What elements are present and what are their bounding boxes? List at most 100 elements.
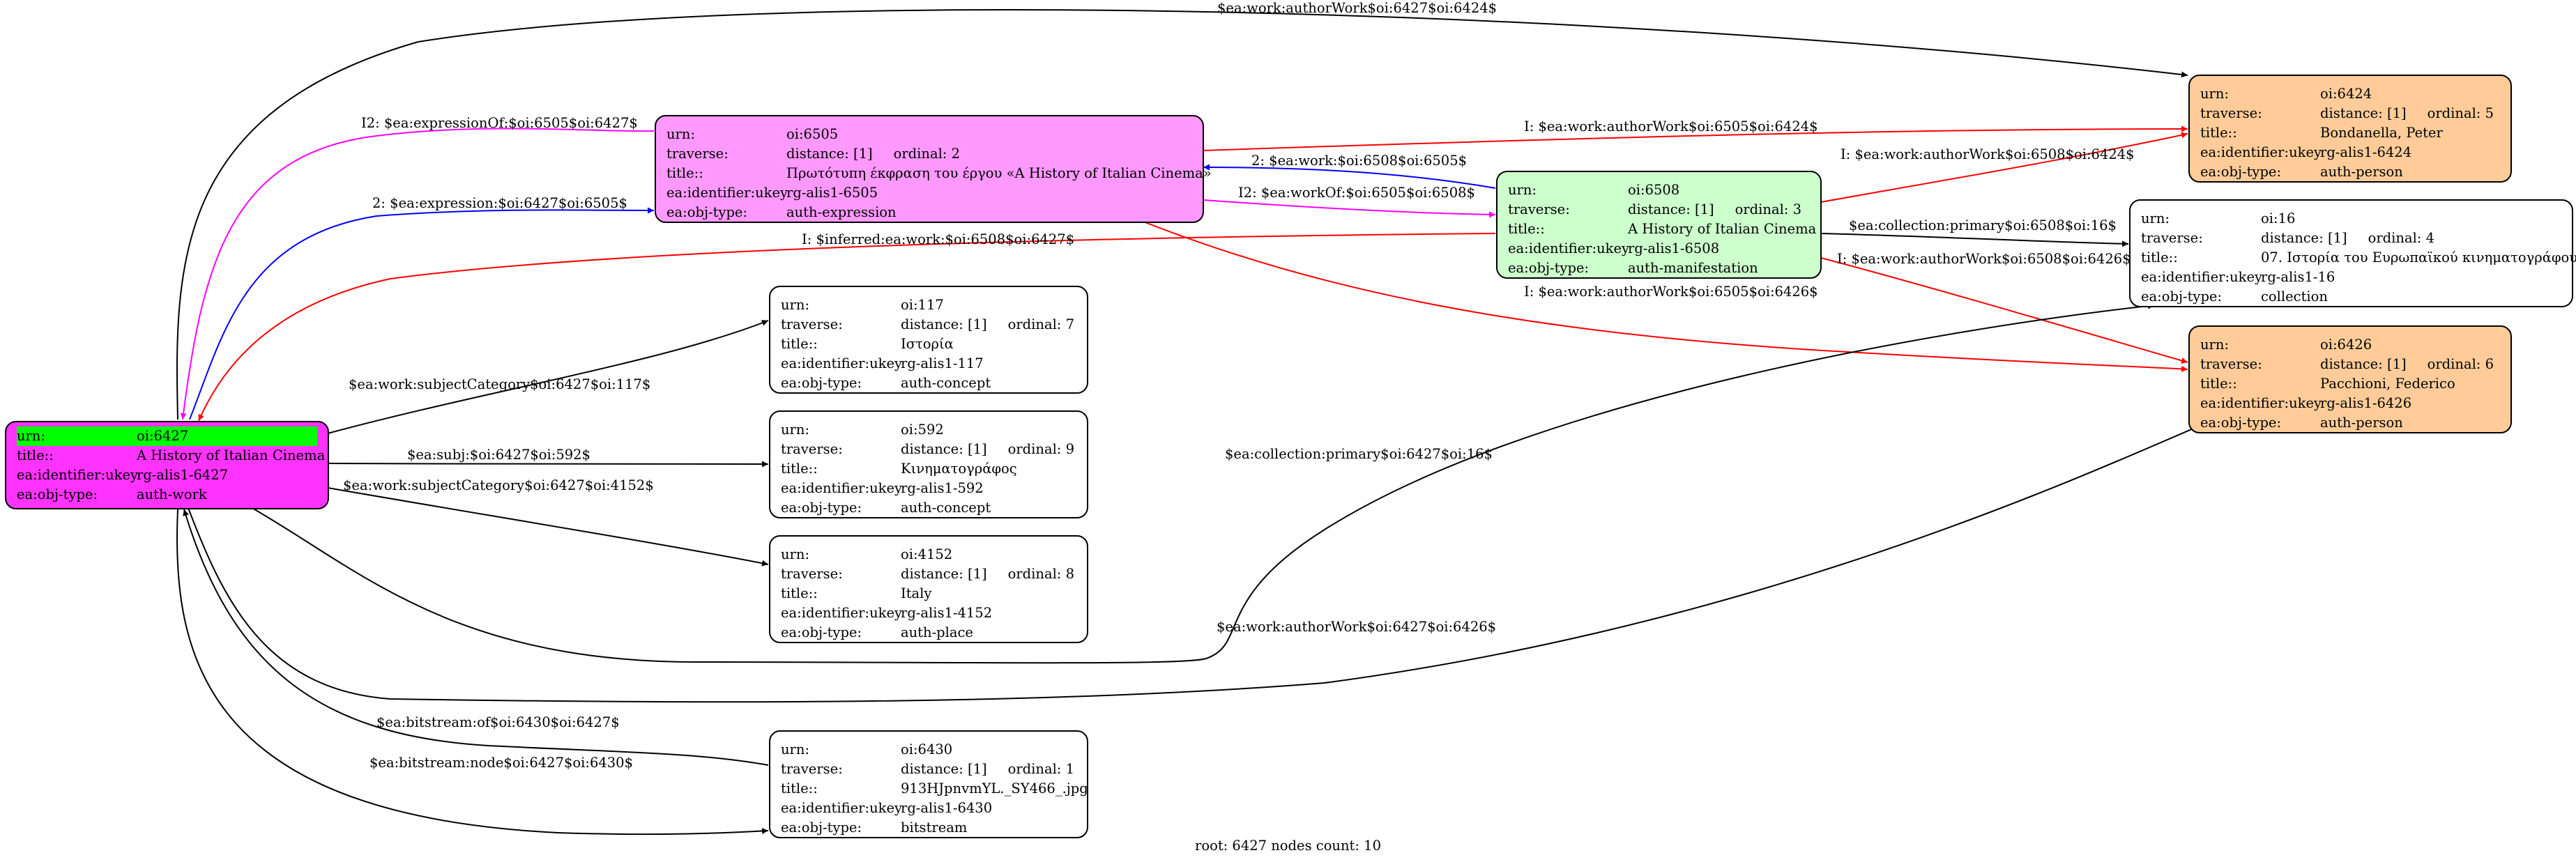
node-row-key: ea:identifier:ukey [781, 800, 902, 816]
edge-label-6508-6427-inferredwork: I: $inferred:ea:work:$oi:6508$oi:6427$ [802, 231, 1074, 247]
node-row-key: ea:identifier:ukey [781, 605, 902, 621]
row-spacer [987, 760, 1008, 779]
edge-label-6427-6430-bitstreamnode: $ea:bitstream:node$oi:6427$oi:6430$ [369, 755, 633, 771]
node-row-value: rg-alis1-4152 [901, 605, 993, 621]
node-row-key: ea:identifier:ukey [666, 185, 788, 201]
edge-6430-6427-bitstreamof [183, 509, 769, 766]
row-spacer [1714, 200, 1735, 220]
node-row-value: rg-alis1-592 [901, 480, 984, 496]
node-row-key: traverse: [1508, 201, 1570, 217]
node-row-value: distance: [1] [2320, 356, 2407, 372]
node-row-value: 07. Ιστορία του Ευρωπαϊκού κινηματογράφο… [2261, 249, 2576, 265]
node-row-key: ea:identifier:ukey [17, 467, 138, 483]
node-row: title::Bondanella, Peter [2200, 123, 2510, 143]
node-row-key: ea:identifier:ukey [781, 355, 902, 371]
edge-label-6508-6424-authorwork: I: $ea:work:authorWork$oi:6508$oi:6424$ [1840, 146, 2135, 162]
edge-label-6427-117-subjectcategory: $ea:work:subjectCategory$oi:6427$oi:117$ [349, 376, 650, 392]
node-row-key: traverse: [781, 566, 843, 582]
edge-label-6508-6426-authorwork: I: $ea:work:authorWork$oi:6508$oi:6426$ [1837, 251, 2131, 267]
node-row: traverse:distance: [1]ordinal: 6 [2200, 355, 2510, 374]
node-row-key: traverse: [2141, 230, 2203, 246]
node-row-value: oi:592 [901, 422, 944, 438]
node-row-value: auth-manifestation [1628, 260, 1758, 276]
node-row: traverse:distance: [1]ordinal: 5 [2200, 104, 2510, 123]
node-row-value: oi:6427 [137, 428, 189, 444]
node-row-value: auth-concept [901, 375, 991, 391]
node-row-key: title:: [1508, 221, 1545, 237]
node-row-value: distance: [1] [901, 441, 987, 457]
node-row: title::07. Ιστορία του Ευρωπαϊκού κινημα… [2141, 248, 2576, 268]
node-row: ea:obj-type:auth-work [17, 485, 328, 505]
edge-label-6508-16-collection: $ea:collection:primary$oi:6508$oi:16$ [1849, 217, 2117, 233]
edge-label-6505-6424-authorwork: I: $ea:work:authorWork$oi:6505$oi:6424$ [1524, 118, 1818, 134]
node-row: ea:obj-type:auth-person [2200, 413, 2510, 433]
node-row-key: ea:obj-type: [2141, 288, 2223, 305]
edge-6427-6430-bitstreamnode [176, 509, 769, 836]
node-row-value: oi:6426 [2320, 337, 2372, 353]
node-row-ordinal: ordinal: 4 [2368, 230, 2434, 246]
node-row: traverse:distance: [1]ordinal: 3 [1508, 200, 1820, 220]
node-row-value: rg-alis1-6424 [2320, 144, 2412, 160]
edge-6505-6424-authorwork [1203, 125, 2188, 151]
node-row-ordinal: ordinal: 7 [1007, 316, 1074, 332]
node-row-value: rg-alis1-16 [2261, 269, 2335, 285]
edge-6427-6505-expression [189, 207, 655, 420]
edge-6427-6426-authorwork [188, 425, 2200, 703]
node-row-value: Κινηματογράφος [901, 461, 1017, 477]
edge-6427-4152-subjectcategory [327, 487, 769, 567]
node-row: title::Pacchioni, Federico [2200, 374, 2510, 394]
node-row-value: auth-work [137, 486, 207, 502]
node-row-value: auth-concept [901, 500, 991, 516]
node-row-key: ea:obj-type: [781, 624, 862, 640]
edge-6505-6426-authorwork [1143, 221, 2188, 372]
node-row-key: title:: [781, 461, 818, 477]
node-row-value: Ιστορία [901, 336, 954, 352]
node-row-value: A History of Italian Cinema [137, 447, 326, 463]
node-row-ordinal: ordinal: 6 [2427, 356, 2494, 372]
node-row-key: title:: [781, 585, 818, 601]
node-row-key: urn: [1508, 182, 1537, 198]
node-row: title::Κινηματογράφος [781, 459, 1087, 479]
row-spacer [987, 564, 1008, 584]
node-row-ordinal: ordinal: 9 [1007, 441, 1074, 457]
edge-6505-6508-workof [1203, 199, 1496, 218]
node-row-key: ea:identifier:ukey [2200, 144, 2322, 160]
node-row: ea:obj-type:auth-concept [781, 374, 1087, 393]
node-row: traverse:distance: [1]ordinal: 7 [781, 315, 1087, 334]
node-row-key: title:: [666, 165, 703, 181]
node-row-value: oi:16 [2261, 210, 2296, 226]
node-row: title::A History of Italian Cinema [17, 446, 328, 465]
node-row: urn: oi:6426 [2200, 335, 2510, 355]
node-row-key: ea:identifier:ukey [1508, 240, 1629, 256]
node-row-key: urn: [2200, 337, 2230, 353]
node-row-value: auth-person [2320, 415, 2403, 431]
edge-6505-6427-expressionof [180, 128, 655, 420]
node-row: urn:oi:6430 [781, 740, 1087, 760]
node-row: title::Ιστορία [781, 334, 1087, 354]
node-row-key: title:: [781, 780, 818, 796]
node-row-key: title:: [2200, 125, 2237, 141]
node-row-value: distance: [1] [2320, 105, 2407, 121]
node-row: ea:obj-type:auth-place [781, 623, 1087, 642]
node-row-value: distance: [1] [901, 316, 987, 332]
node-row-key: ea:identifier:ukey [781, 480, 902, 496]
node-row-value: rg-alis1-6426 [2320, 395, 2412, 411]
edge-6427-592-subj [327, 461, 769, 468]
edge-label-6427-4152-subjectcategory: $ea:work:subjectCategory$oi:6427$oi:4152… [343, 477, 654, 493]
row-spacer [873, 144, 894, 164]
node-row-key: ea:obj-type: [1508, 260, 1590, 276]
